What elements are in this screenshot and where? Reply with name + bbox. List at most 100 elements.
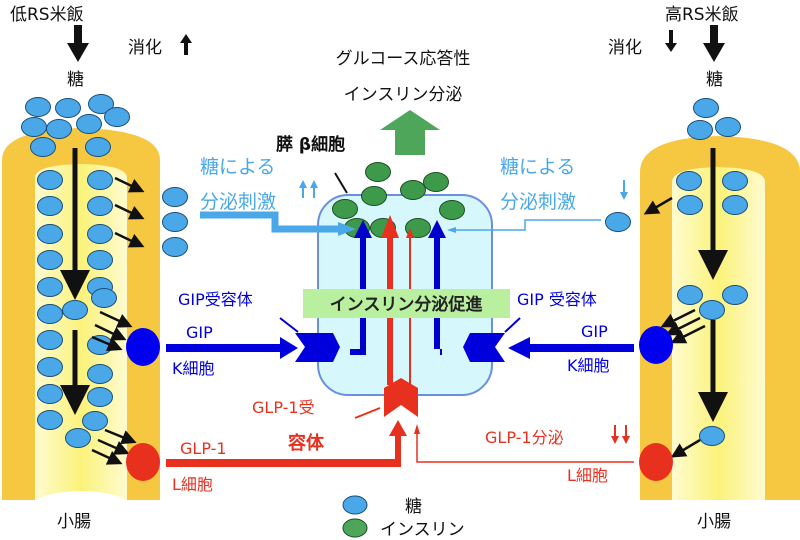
digestion-down-icon xyxy=(665,30,677,52)
digestion-up-icon xyxy=(180,34,192,55)
left-k-cell xyxy=(126,328,160,366)
right-l-cell xyxy=(639,443,673,481)
right-digestion-label: 消化 xyxy=(608,38,642,58)
glp1-receptor xyxy=(384,378,418,417)
sugar-molecule xyxy=(55,98,81,118)
right-gip-receptor xyxy=(463,333,505,362)
sugar-molecule xyxy=(162,237,188,257)
left-sugar-label: 糖 xyxy=(67,70,84,90)
title-line2: インスリン分泌 xyxy=(344,85,463,105)
sugar-molecule xyxy=(37,304,63,324)
right-gip-arrow xyxy=(508,337,634,359)
sugar-molecule xyxy=(605,212,631,232)
sugar-molecule xyxy=(62,300,88,320)
sugar-flow-arrows xyxy=(60,148,728,422)
insulin-molecule xyxy=(400,180,426,200)
sugar-molecule xyxy=(677,195,703,215)
right-l-cell-label: L細胞 xyxy=(567,466,608,485)
right-stim-line1: 糖による xyxy=(500,156,575,178)
left-glp1-label: GLP-1 xyxy=(180,439,227,458)
absorption-arrows xyxy=(91,176,706,465)
sugar-molecule xyxy=(699,300,725,320)
sugar-molecule xyxy=(687,120,713,140)
insulin-molecule xyxy=(423,172,449,192)
left-stim-line1: 糖による xyxy=(200,156,275,178)
sugar-molecule xyxy=(722,195,748,215)
sugar-molecule xyxy=(37,224,63,244)
sugar-molecule xyxy=(91,288,117,308)
sugar-molecule xyxy=(65,428,91,448)
sugar-molecule xyxy=(715,117,741,137)
glp1-receptor-label-2: 容体 xyxy=(288,432,325,454)
right-k-cell xyxy=(639,326,673,364)
left-gip-label: GIP xyxy=(186,323,213,342)
title-line1: グルコース応答性 xyxy=(336,49,471,69)
legend-insulin-icon xyxy=(342,518,368,538)
left-intestine-label: 小腸 xyxy=(57,512,91,532)
sugar-molecule xyxy=(104,107,130,127)
right-k-cell-label: K細胞 xyxy=(567,356,610,375)
insulin-molecule xyxy=(332,199,358,219)
sugar-molecule xyxy=(37,330,63,350)
right-intestine-label: 小腸 xyxy=(697,512,731,532)
right-sugar-stimulus-arrow xyxy=(452,219,601,231)
left-gip-arrow xyxy=(166,337,298,359)
left-gip-receptor xyxy=(295,333,340,362)
right-food-label: 高RS米飯 xyxy=(665,5,739,25)
right-glp1-secretion-label: GLP-1分泌 xyxy=(485,428,564,447)
sugar-molecule xyxy=(87,196,113,216)
sugar-molecule xyxy=(722,171,748,191)
glp1-receptor-label-1: GLP-1受 xyxy=(252,398,315,417)
sugar-molecule xyxy=(37,170,63,190)
insulin-molecule xyxy=(365,162,391,182)
right-glp1-arrow xyxy=(416,432,634,463)
gip-signal-arrows xyxy=(350,220,446,355)
sugar-molecule xyxy=(677,285,703,305)
sugar-molecule xyxy=(21,117,47,137)
sugar-molecule xyxy=(37,384,63,404)
left-gip-receptor-label: GIP受容体 xyxy=(178,290,253,309)
beta-cell-pointer xyxy=(334,172,348,194)
right-intestine xyxy=(640,136,800,500)
stimulus-up-icons xyxy=(299,180,628,200)
sugar-molecule xyxy=(87,250,113,270)
sugar-molecule xyxy=(82,411,108,431)
sugar-molecule xyxy=(37,250,63,270)
sugar-molecule xyxy=(88,94,114,114)
sugar-molecule xyxy=(162,212,188,232)
sugar-molecule xyxy=(85,137,111,157)
insulin-secretion-arrow xyxy=(380,110,440,155)
left-stim-line2: 分泌刺激 xyxy=(200,191,276,213)
beta-cell-label: 膵 β細胞 xyxy=(276,134,345,155)
sugar-molecule xyxy=(87,170,113,190)
sugar-molecule xyxy=(37,410,63,430)
sugar-molecule xyxy=(76,114,102,134)
left-l-cell xyxy=(126,443,160,481)
right-stim-line2: 分泌刺激 xyxy=(500,191,576,213)
sugar-molecule xyxy=(722,285,748,305)
sugar-molecule xyxy=(37,277,63,297)
legend-sugar-icon xyxy=(342,495,368,515)
promotion-box xyxy=(303,289,510,318)
sugar-molecule xyxy=(46,119,72,139)
left-l-cell-label: L細胞 xyxy=(172,475,213,494)
sugar-molecule xyxy=(37,357,63,377)
left-glp1-arrow xyxy=(166,420,407,467)
stimulus-down-icon xyxy=(620,180,628,200)
right-gip-receptor-label: GIP 受容体 xyxy=(517,290,597,309)
sugar-molecule xyxy=(676,171,702,191)
left-sugar-stimulus-arrow xyxy=(200,211,340,233)
ingestion-arrows xyxy=(67,25,725,62)
left-digestion-label: 消化 xyxy=(128,38,162,58)
promotion-label: インスリン分泌促進 xyxy=(330,294,483,315)
sugar-molecule xyxy=(699,426,725,446)
insulin-molecule xyxy=(439,200,465,220)
sugar-molecule xyxy=(87,224,113,244)
legend-sugar-label: 糖 xyxy=(405,497,422,517)
right-sugar-label: 糖 xyxy=(706,70,723,90)
sugar-molecule xyxy=(693,98,719,118)
sugar-molecule xyxy=(37,196,63,216)
sugar-molecule xyxy=(25,97,51,117)
legend-insulin-label: インスリン xyxy=(380,520,465,540)
